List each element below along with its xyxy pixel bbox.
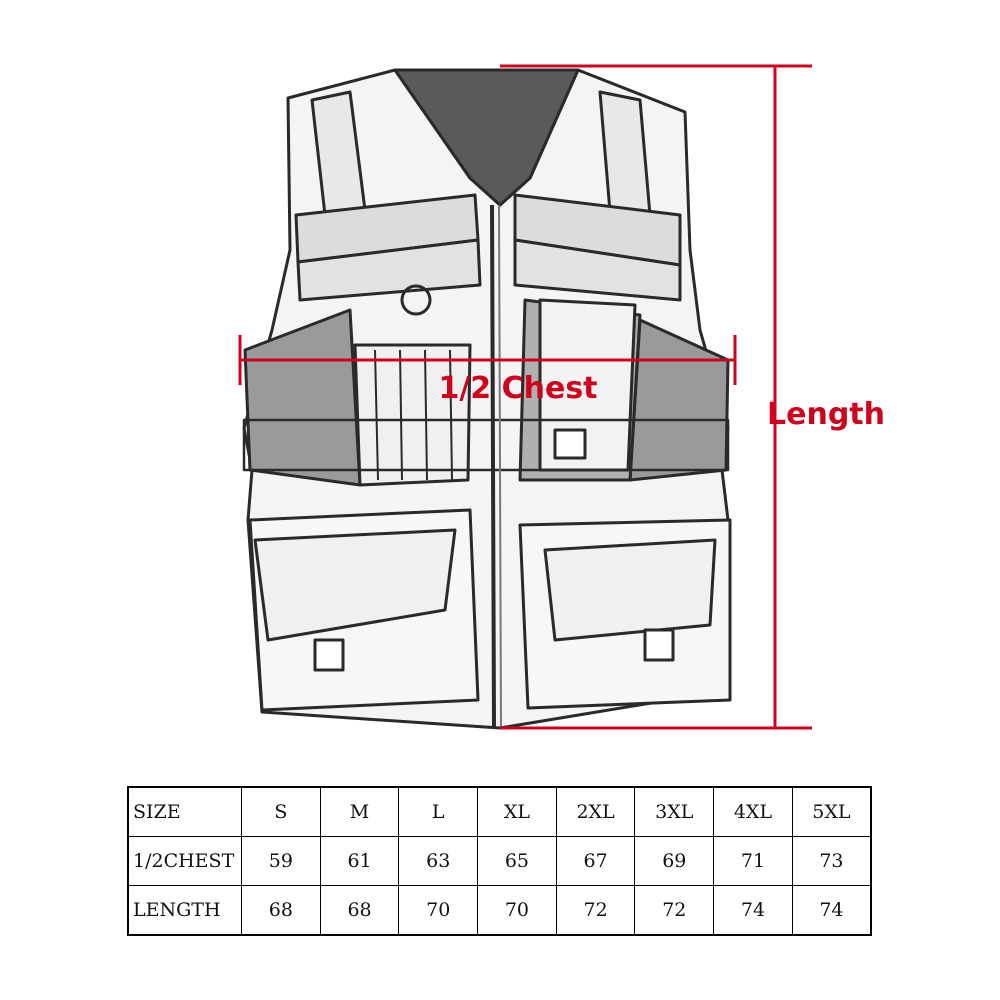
table-cell: 68 bbox=[319, 885, 400, 936]
table-cell: 70 bbox=[477, 885, 557, 936]
table-cell: 69 bbox=[634, 836, 715, 886]
size-chart-table: SIZE S M L XL 2XL 3XL 4XL 5XL 1/2CHEST 5… bbox=[127, 786, 872, 936]
table-cell: SIZE bbox=[127, 786, 242, 837]
chest-label: 1/2 Chest bbox=[438, 371, 597, 406]
table-cell: S bbox=[241, 786, 321, 837]
table-cell: L bbox=[398, 786, 479, 837]
table-cell: 70 bbox=[398, 885, 479, 936]
table-row: LENGTH 68 68 70 70 72 72 74 74 bbox=[127, 885, 872, 936]
length-measure-line bbox=[500, 64, 812, 730]
table-cell: 72 bbox=[555, 885, 636, 936]
table-cell: 61 bbox=[319, 836, 400, 886]
table-cell: 74 bbox=[791, 885, 872, 936]
vest-illustration bbox=[242, 68, 732, 730]
chest-measure-line bbox=[238, 335, 737, 385]
table-cell: 3XL bbox=[634, 786, 715, 837]
length-label: Length bbox=[767, 397, 885, 432]
table-cell: 73 bbox=[791, 836, 872, 886]
table-cell: 67 bbox=[555, 836, 636, 886]
table-cell: 2XL bbox=[555, 786, 636, 837]
table-cell: 68 bbox=[241, 885, 321, 936]
table-cell: 71 bbox=[713, 836, 793, 886]
table-cell: 5XL bbox=[791, 786, 872, 837]
table-row: 1/2CHEST 59 61 63 65 67 69 71 73 bbox=[127, 836, 872, 886]
table-cell: 63 bbox=[398, 836, 479, 886]
table-cell: 1/2CHEST bbox=[127, 836, 242, 886]
table-cell: 4XL bbox=[713, 786, 793, 837]
vest-diagram: 1/2 Chest Length bbox=[238, 64, 885, 730]
table-cell: 74 bbox=[713, 885, 793, 936]
table-cell: 65 bbox=[477, 836, 557, 886]
table-cell: XL bbox=[477, 786, 557, 837]
table-cell: 72 bbox=[634, 885, 715, 936]
table-cell: LENGTH bbox=[127, 885, 242, 936]
table-cell: M bbox=[319, 786, 400, 837]
table-cell: 59 bbox=[241, 836, 321, 886]
table-row: SIZE S M L XL 2XL 3XL 4XL 5XL bbox=[127, 786, 872, 837]
